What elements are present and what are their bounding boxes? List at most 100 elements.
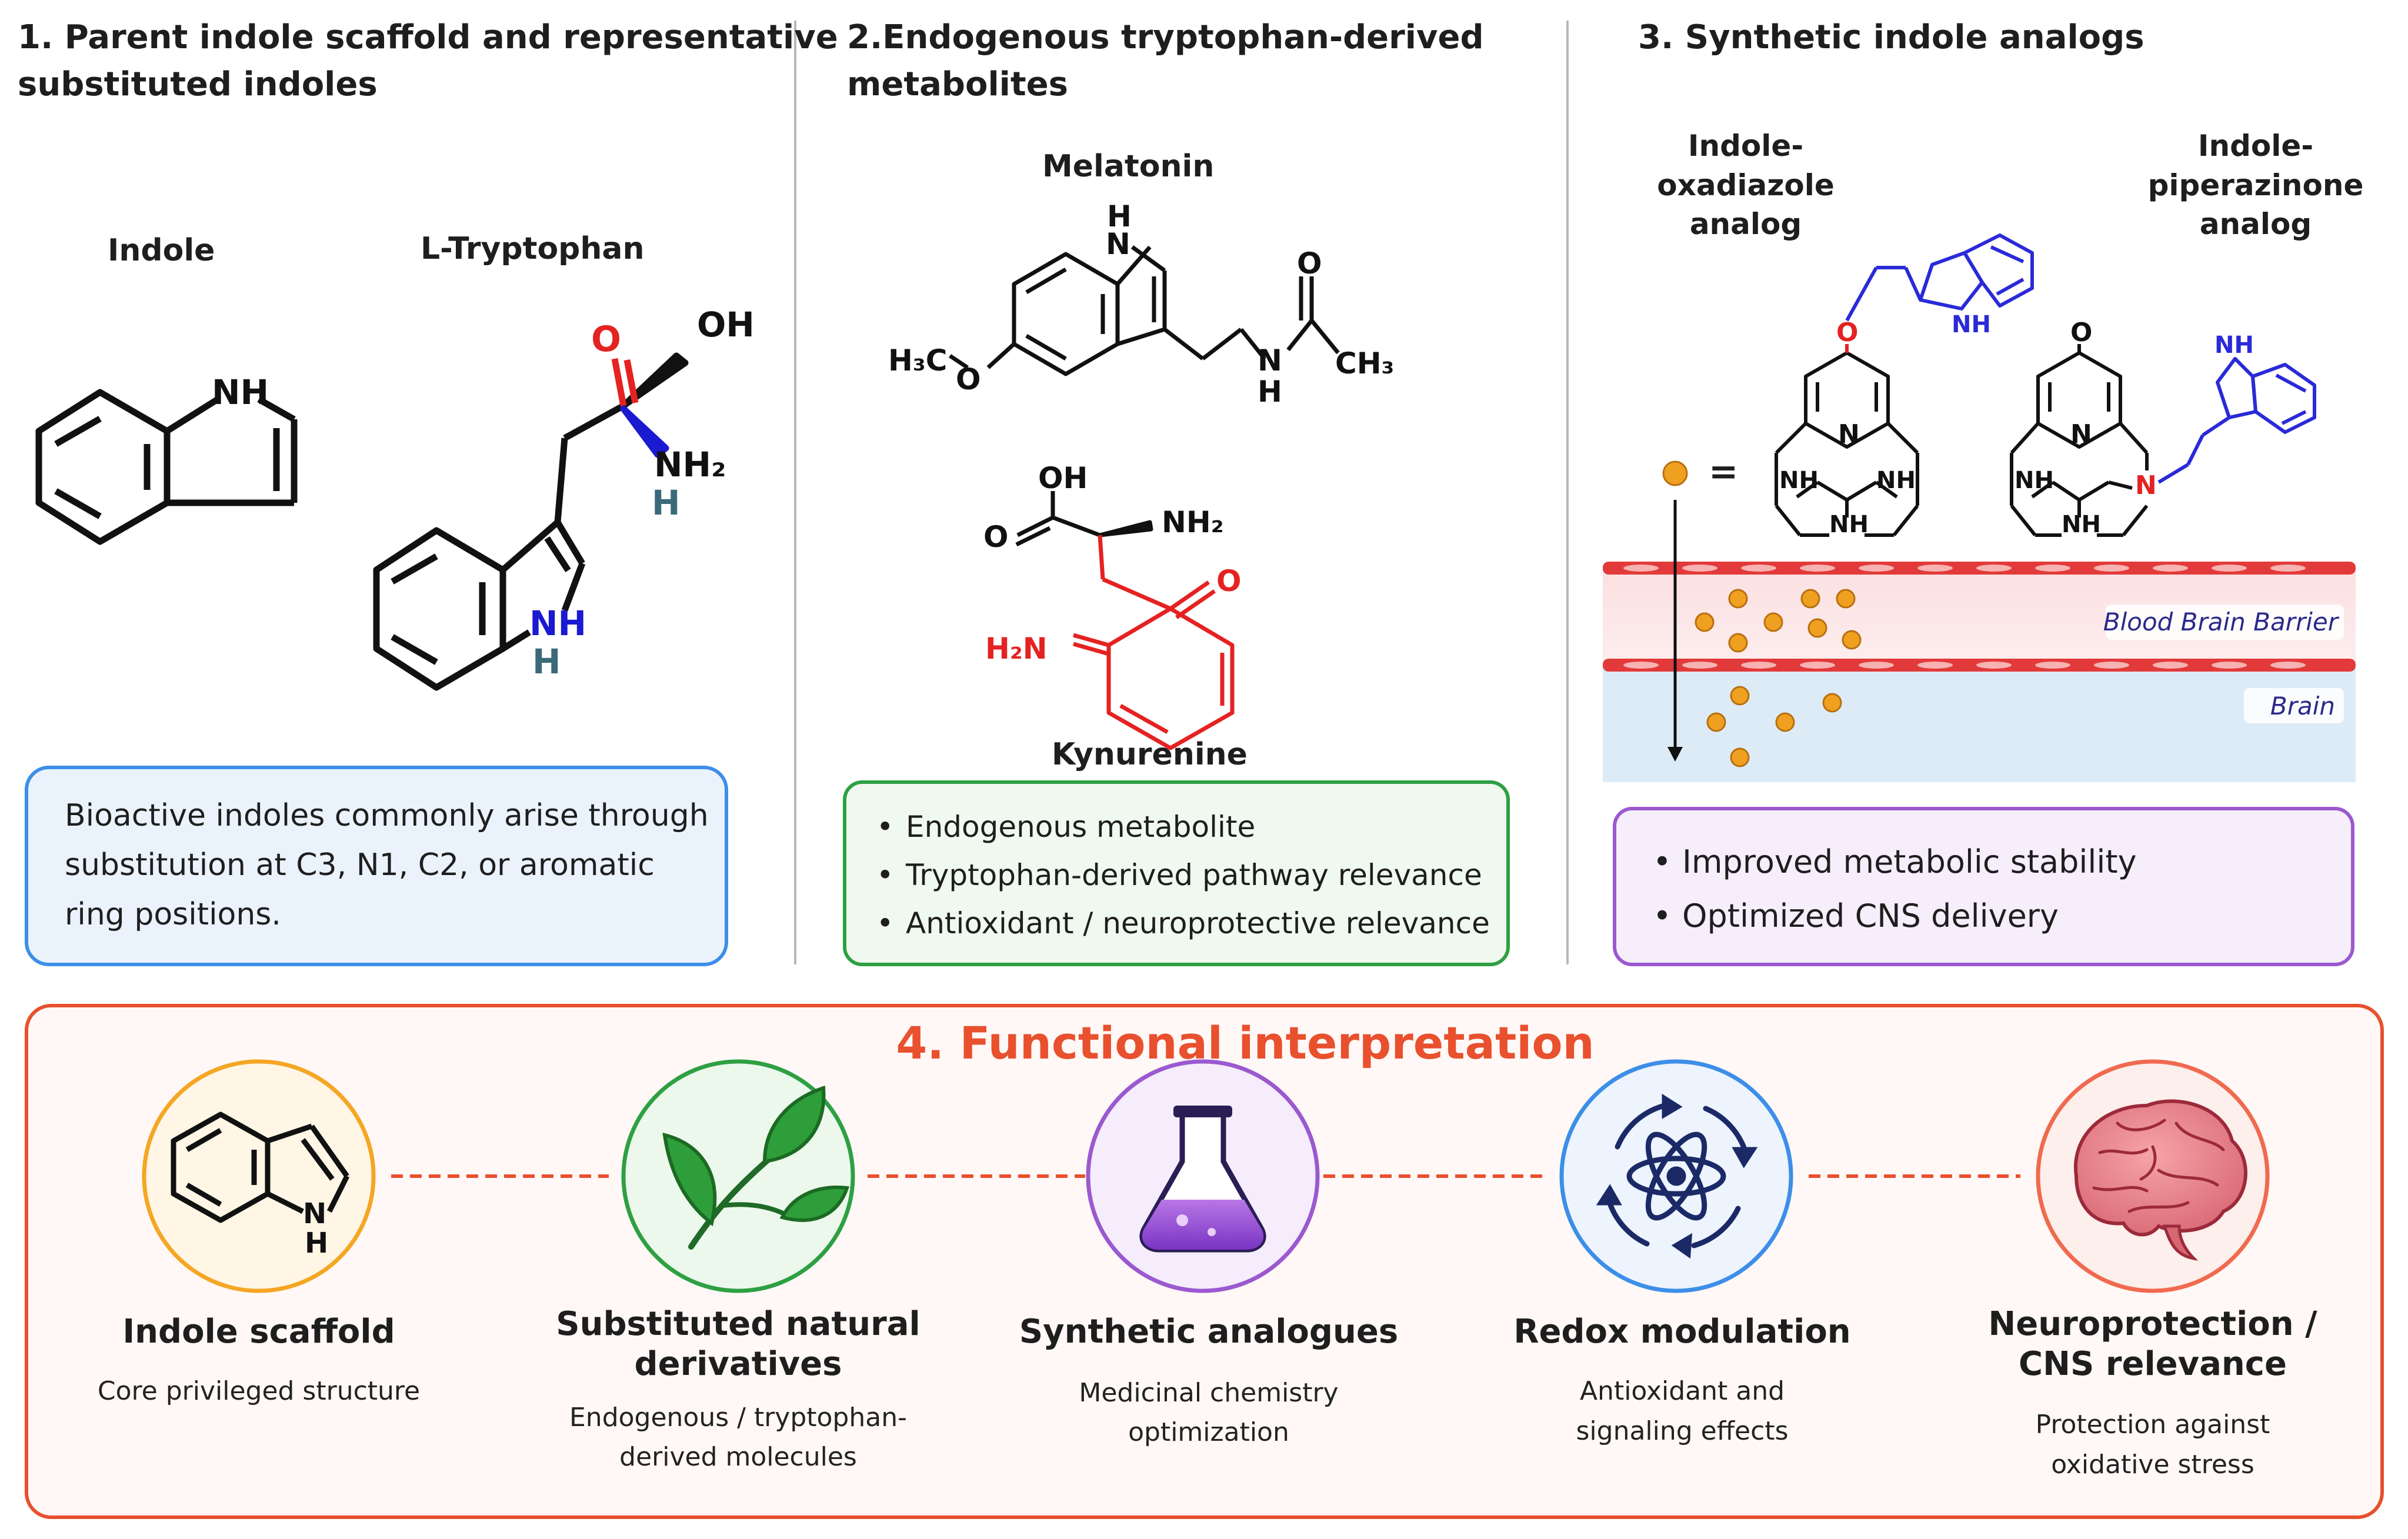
melatonin-label: Melatonin <box>1042 149 1214 184</box>
kynurenine-nh2-label: NH₂ <box>1162 505 1224 539</box>
oxadiazole-o-label: O <box>1836 318 1858 348</box>
piperazinone-analog-structure: O N N NH NH NH <box>2010 318 2316 538</box>
oxadiazole-analog-structure: O N NH NH NH NH <box>1775 233 2034 538</box>
piperazinone-nh3-label: NH <box>2062 511 2101 538</box>
svg-text:oxadiazole: oxadiazole <box>1657 168 1835 202</box>
kynurenine-oh-label: OH <box>1038 461 1088 495</box>
tryptophan-ring-h-label: H <box>532 642 561 682</box>
analog2-label: Indole- piperazinone analog <box>2148 129 2364 241</box>
panel-parent-indole: 1. Parent indole scaffold and representa… <box>18 18 838 966</box>
panel2-title-line2: metabolites <box>847 65 1068 104</box>
indole-label: Indole <box>108 233 215 268</box>
tryptophan-amine-h-label: H <box>652 483 681 523</box>
oxadiazole-n-label: N <box>1838 419 1860 449</box>
indole-icon-n-label: N <box>303 1197 326 1230</box>
panel1-title-line1: 1. Parent indole scaffold and representa… <box>18 18 838 56</box>
melatonin-ether-o-label: O <box>956 362 981 396</box>
functional-desc-3a: Medicinal chemistry <box>1079 1378 1338 1408</box>
indole-nh-label: NH <box>212 372 269 412</box>
functional-label-3: Synthetic analogues <box>1019 1313 1398 1351</box>
functional-label-1: Indole scaffold <box>122 1313 395 1351</box>
indole-scaffold-circle <box>142 1059 376 1293</box>
functional-desc-3b: optimization <box>1128 1417 1289 1447</box>
melatonin-o-label: O <box>1297 246 1322 281</box>
tryptophan-label: L-Tryptophan <box>421 231 645 266</box>
tryptophan-nh2-label: NH₂ <box>654 445 726 485</box>
analog1-label: Indole- oxadiazole analog <box>1657 129 1835 241</box>
indole-structure: NH <box>35 372 298 545</box>
svg-text:analog: analog <box>1690 207 1802 241</box>
melatonin-amide-n-label: N <box>1258 343 1282 378</box>
panel1-note-text: Bioactive indoles commonly arise through… <box>65 791 712 939</box>
functional-item-2: Substituted natural derivatives Endogeno… <box>556 1305 920 1472</box>
svg-text:analog: analog <box>2200 207 2312 241</box>
oxadiazole-nh1-label: NH <box>1779 467 1819 494</box>
leaf-icon <box>662 1085 850 1250</box>
functional-label-2b: derivatives <box>635 1345 842 1383</box>
melatonin-amide-h-label: H <box>1258 375 1282 409</box>
piperazinone-n-label: N <box>2070 419 2092 449</box>
flask-icon <box>1139 1106 1266 1253</box>
kynurenine-label: Kynurenine <box>1052 737 1248 772</box>
panel2-bullet-3: Antioxidant / neuroprotective relevance <box>871 899 1500 947</box>
panel3-bullet-1: Improved metabolic stability <box>1647 835 2341 889</box>
piperazinone-nh1-label: NH <box>2015 467 2054 494</box>
piperazinone-red-n-label: N <box>2135 470 2157 500</box>
tryptophan-ring-nh-label: NH <box>529 603 586 643</box>
piperazinone-indole-nh-label: NH <box>2214 332 2254 359</box>
bbb-label: Blood Brain Barrier <box>2103 607 2340 636</box>
svg-text:piperazinone: piperazinone <box>2148 168 2364 202</box>
kynurenine-keto-o-label: O <box>1216 564 1242 598</box>
panel1-note-line-2: substitution at C3, N1, C2, or aromatic <box>65 847 655 883</box>
blood-brain-barrier-illustration: Blood Brain Barrier Brain <box>1603 500 2356 782</box>
functional-desc-2b: derived molecules <box>619 1442 857 1472</box>
functional-desc-5a: Protection against <box>2036 1410 2270 1440</box>
functional-desc-4b: signaling effects <box>1576 1416 1788 1446</box>
indole-icon-h-label: H <box>305 1227 328 1260</box>
brain-label: Brain <box>2270 692 2335 720</box>
kynurenine-h2n-label: H₂N <box>985 632 1048 666</box>
functional-desc-5b: oxidative stress <box>2051 1450 2254 1480</box>
panel2-title-line1: 2.Endogenous tryptophan-derived <box>847 18 1484 56</box>
atom-cycle-icon <box>1596 1093 1758 1259</box>
panel-functional-interpretation: 4. Functional interpretation N H <box>25 1004 2384 1519</box>
melatonin-structure: N H N H O CH₃ O H₃C <box>888 199 1394 409</box>
functional-item-1: Indole scaffold Core privileged structur… <box>98 1313 420 1406</box>
functional-label-4: Redox modulation <box>1513 1313 1850 1351</box>
kynurenine-o-label: O <box>983 520 1009 554</box>
melatonin-h3c-label: H₃C <box>888 343 947 378</box>
particles <box>1695 589 1862 767</box>
panel2-bullet-1: Endogenous metabolite <box>871 803 1500 851</box>
functional-desc-1: Core privileged structure <box>98 1376 420 1406</box>
panel3-bullet-2: Optimized CNS delivery <box>1647 889 2341 943</box>
panel1-note-line-1: Bioactive indoles commonly arise through <box>65 798 709 833</box>
tryptophan-oh-label: OH <box>697 305 755 345</box>
panel3-title: 3. Synthetic indole analogs <box>1638 18 2144 56</box>
equals-sign: = <box>1709 451 1738 492</box>
panel1-note-box <box>25 766 728 966</box>
indole-ring-icon: N H <box>171 1111 350 1260</box>
oxadiazole-nh2-label: NH <box>1876 467 1916 494</box>
tryptophan-structure: O OH NH₂ H NH H <box>373 305 755 691</box>
particle-legend-icon <box>1662 460 1688 486</box>
melatonin-h-label: H <box>1107 199 1132 233</box>
functional-label-5b: CNS relevance <box>2019 1345 2287 1383</box>
tryptophan-o-label: O <box>591 319 621 360</box>
functional-item-4: Redox modulation Antioxidant and signali… <box>1513 1313 1850 1446</box>
functional-item-5: Neuroprotection / CNS relevance Protecti… <box>1988 1305 2317 1480</box>
brain-icon <box>2073 1099 2247 1261</box>
kynurenine-structure: OH O NH₂ O H₂N <box>983 461 1242 750</box>
panel3-bullet-list: Improved metabolic stability Optimized C… <box>1647 835 2341 943</box>
oxadiazole-nh3-label: NH <box>1829 511 1869 538</box>
melatonin-nh-label: N <box>1106 227 1130 261</box>
panel1-note-line-3: ring positions. <box>65 897 281 932</box>
panel2-bullet-2: Tryptophan-derived pathway relevance <box>871 851 1500 899</box>
functional-title: 4. Functional interpretation <box>896 1017 1594 1069</box>
panel1-title-line2: substituted indoles <box>18 65 378 104</box>
functional-desc-4a: Antioxidant and <box>1580 1376 1785 1406</box>
functional-desc-2a: Endogenous / tryptophan- <box>569 1403 907 1433</box>
svg-text:Indole-: Indole- <box>2198 129 2313 163</box>
piperazinone-o-label: O <box>2070 318 2092 348</box>
functional-label-2a: Substituted natural <box>556 1305 920 1343</box>
functional-item-3: Synthetic analogues Medicinal chemistry … <box>1019 1313 1398 1447</box>
